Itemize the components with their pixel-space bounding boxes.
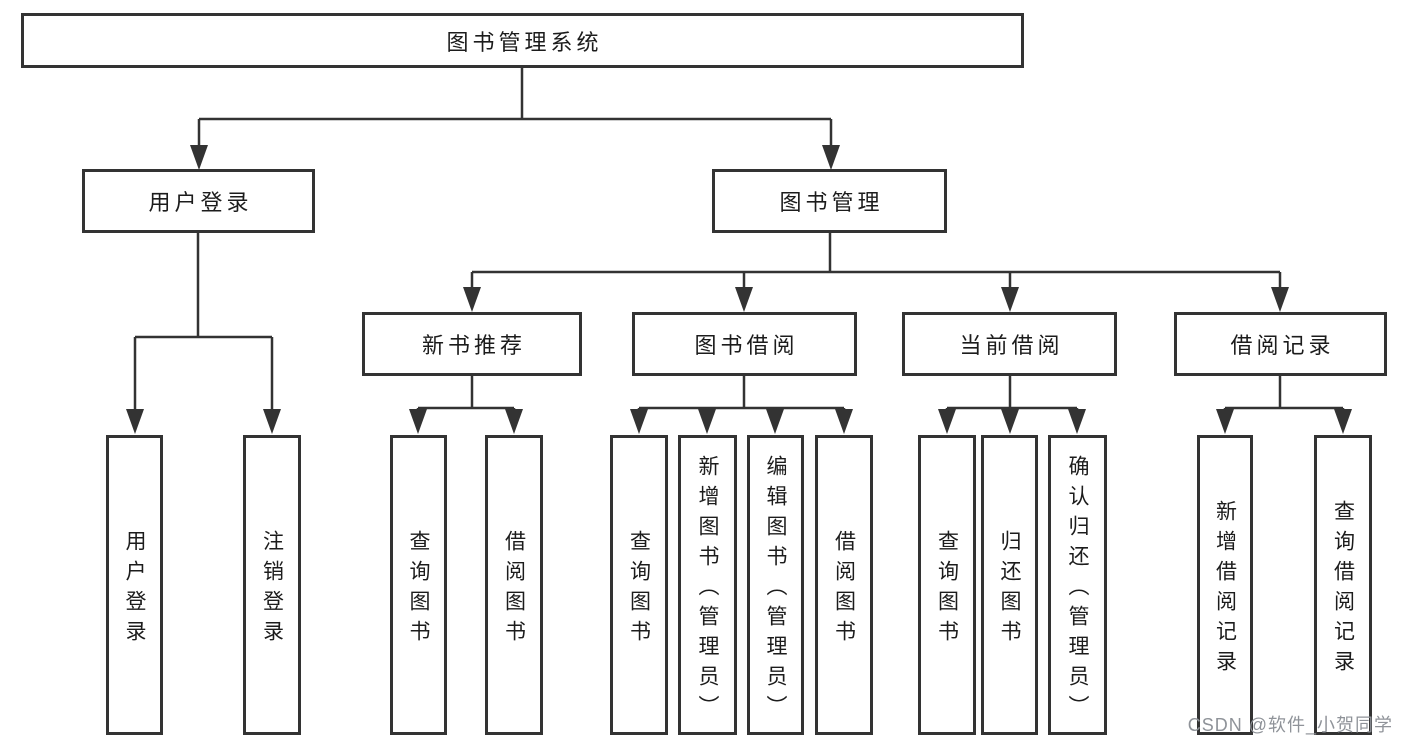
node-label: 归还图书	[998, 529, 1021, 650]
node-new-book-recommendation: 新书推荐	[362, 312, 582, 376]
leaf-borrow-books-recommend: 借阅图书	[485, 435, 543, 735]
node-label: 查询借阅记录	[1331, 499, 1355, 680]
node-label: 确认归还（管理员）	[1066, 454, 1089, 725]
leaf-add-books-admin: 新增图书（管理员）	[678, 435, 737, 735]
node-label: 编辑图书（管理员）	[764, 454, 787, 725]
node-label: 新增借阅记录	[1213, 499, 1237, 680]
node-label: 图书管理	[779, 190, 884, 215]
node-label: 新书推荐	[421, 333, 526, 358]
node-label: 查询图书	[935, 529, 959, 650]
leaf-confirm-return-admin: 确认归还（管理员）	[1048, 435, 1107, 735]
leaf-query-books-borrow: 查询图书	[610, 435, 668, 735]
node-root-system: 图书管理系统	[21, 13, 1024, 68]
leaf-add-borrow-record: 新增借阅记录	[1197, 435, 1253, 735]
leaf-query-books-current: 查询图书	[918, 435, 976, 735]
node-label: 借阅图书	[502, 529, 526, 650]
node-user-login-module: 用户登录	[82, 169, 315, 233]
node-label: 查询图书	[407, 529, 430, 650]
node-label: 借阅记录	[1230, 333, 1335, 358]
node-label: 当前借阅	[959, 333, 1064, 358]
leaf-borrow-books: 借阅图书	[815, 435, 873, 735]
node-label: 图书借阅	[694, 333, 799, 358]
leaf-user-login: 用户登录	[106, 435, 163, 735]
node-book-management-module: 图书管理	[712, 169, 947, 233]
node-label: 图书管理系统	[446, 29, 603, 55]
leaf-logout: 注销登录	[243, 435, 301, 735]
node-book-borrowing: 图书借阅	[632, 312, 857, 376]
leaf-query-borrow-record: 查询借阅记录	[1314, 435, 1372, 735]
csdn-watermark: CSDN @软件_小贺同学	[1187, 715, 1393, 735]
node-borrowing-records: 借阅记录	[1174, 312, 1387, 376]
node-label: 注销登录	[260, 529, 284, 650]
node-label: 新增图书（管理员）	[696, 454, 719, 725]
node-label: 查询图书	[627, 529, 651, 650]
leaf-query-books-recommend: 查询图书	[390, 435, 447, 735]
node-label: 用户登录	[123, 529, 146, 650]
node-current-borrowing: 当前借阅	[902, 312, 1117, 376]
leaf-return-books: 归还图书	[981, 435, 1038, 735]
node-label: 用户登录	[148, 190, 253, 215]
leaf-edit-books-admin: 编辑图书（管理员）	[747, 435, 804, 735]
node-label: 借阅图书	[832, 529, 856, 650]
